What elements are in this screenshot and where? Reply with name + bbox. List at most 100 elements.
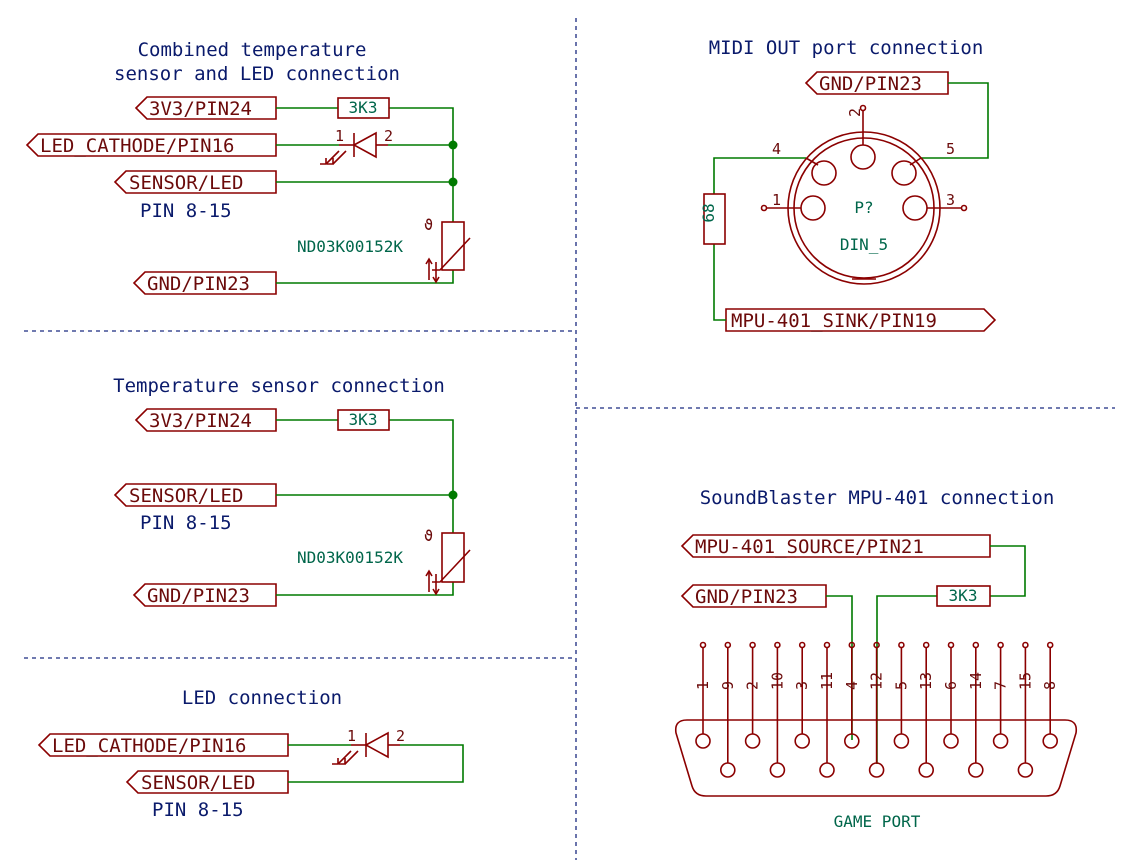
gameport-db15-connector: [674, 719, 1078, 797]
combined-gnd-label: GND/PIN23: [132, 271, 277, 295]
combined-thermistor-theta: ϑ: [424, 216, 433, 234]
temp-resistor-value: 3K3: [349, 410, 378, 429]
temperature-section: Temperature sensor connection 3V3/PIN24 …: [113, 375, 471, 607]
gameport-gnd-text: GND/PIN23: [695, 586, 798, 608]
temp-thermistor-value: ND03K00152K: [297, 548, 403, 567]
combined-led-pin1: 1: [335, 127, 344, 145]
temp-3v3-text: 3V3/PIN24: [149, 410, 252, 432]
midi-sink-label: MPU-401_SINK/PIN19: [725, 308, 997, 332]
gameport-gnd-label: GND/PIN23: [680, 584, 827, 608]
gameport-pin-3: 3: [793, 641, 811, 749]
combined-resistor-3k3: 3K3: [337, 97, 390, 119]
midi-pin-5: 5: [946, 140, 955, 158]
gameport-pin-6: 6: [942, 641, 960, 749]
combined-thermistor-value: ND03K00152K: [297, 237, 403, 256]
combined-sensor-text: SENSOR/LED: [129, 172, 243, 194]
gameport-pin-label: 11: [818, 672, 836, 690]
gameport-pin-label: 5: [892, 681, 910, 690]
midi-resistor-value: 68: [699, 203, 718, 222]
gameport-pin-12: 12: [868, 641, 886, 778]
combined-section: Combined temperature sensor and LED conn…: [25, 39, 471, 295]
gameport-pin-5: 5: [892, 641, 910, 749]
temp-title: Temperature sensor connection: [113, 375, 445, 397]
gameport-pin-1: 1: [694, 641, 712, 749]
combined-thermistor-icon: ϑ: [424, 216, 471, 284]
combined-gnd-text: GND/PIN23: [147, 273, 250, 295]
gameport-pin-label: 12: [868, 672, 886, 690]
combined-led-pin2: 2: [384, 127, 393, 145]
midi-gnd-text: GND/PIN23: [819, 73, 922, 95]
midi-pin-3: 3: [946, 191, 955, 209]
midi-resistor-68: 68: [699, 193, 726, 245]
temp-3v3-label: 3V3/PIN24: [134, 408, 277, 432]
led-sensor-label: SENSOR/LED: [125, 770, 289, 794]
midi-din5-connector: [760, 104, 968, 285]
gameport-pin-label: 9: [719, 681, 737, 690]
led-sensor-text: SENSOR/LED: [141, 772, 255, 794]
combined-title-line1: Combined temperature: [138, 39, 367, 61]
midi-sink-text: MPU-401_SINK/PIN19: [731, 310, 937, 332]
gameport-pin-label: 13: [917, 672, 935, 690]
gameport-pin-label: 6: [942, 681, 960, 690]
temp-gnd-label: GND/PIN23: [132, 583, 277, 607]
gameport-pin-9: 9: [719, 641, 737, 778]
gameport-source-text: MPU-401_SOURCE/PIN21: [695, 536, 924, 558]
gameport-pin-label: 1: [694, 681, 712, 690]
gameport-pin-label: 7: [992, 681, 1010, 690]
led-title: LED connection: [182, 687, 342, 709]
gameport-pin-10: 10: [768, 641, 786, 778]
combined-title-line2: sensor and LED connection: [114, 63, 400, 85]
led-pin1: 1: [347, 727, 356, 745]
gameport-pin-label: 10: [768, 672, 786, 690]
gameport-title: SoundBlaster MPU-401 connection: [700, 487, 1055, 509]
gameport-pin-7: 7: [992, 641, 1010, 749]
combined-3v3-text: 3V3/PIN24: [149, 98, 252, 120]
midi-gnd-label: GND/PIN23: [804, 71, 949, 95]
midi-section: MIDI OUT port connection GND/PIN23 MPU-4…: [699, 37, 997, 332]
led-cathode-label: LED_CATHODE/PIN16: [37, 733, 289, 757]
led-cathode-text: LED_CATHODE/PIN16: [52, 735, 246, 757]
gameport-pin-15: 15: [1016, 641, 1034, 778]
gameport-source-label: MPU-401_SOURCE/PIN21: [680, 534, 991, 558]
gameport-pin-8: 8: [1041, 641, 1059, 749]
combined-led-cathode-text: LED_CATHODE/PIN16: [40, 135, 234, 157]
gameport-connector-name: GAME PORT: [834, 812, 921, 831]
gameport-pin-11: 11: [818, 641, 836, 778]
midi-pin-4: 4: [772, 140, 781, 158]
temp-sensor-text: SENSOR/LED: [129, 485, 243, 507]
temp-thermistor-icon: ϑ: [424, 527, 471, 596]
gameport-pin-4: 4: [843, 641, 861, 749]
gameport-pin-label: 15: [1016, 672, 1034, 690]
midi-pin-2: 2: [846, 108, 864, 117]
temp-resistor-3k3: 3K3: [337, 409, 390, 431]
temp-gnd-text: GND/PIN23: [147, 585, 250, 607]
section-dividers: [24, 18, 1115, 860]
led-pin-range: PIN 8-15: [152, 799, 244, 821]
combined-pin-range: PIN 8-15: [140, 200, 232, 222]
gameport-pin-label: 14: [967, 672, 985, 690]
temp-pin-range: PIN 8-15: [140, 512, 232, 534]
gameport-resistor-value: 3K3: [949, 586, 978, 605]
combined-sensor-label: SENSOR/LED: [113, 170, 277, 194]
gameport-pin-14: 14: [967, 641, 985, 778]
midi-connector-ref: P?: [854, 198, 873, 217]
gameport-pin-label: 2: [744, 681, 762, 690]
gameport-pin-label: 8: [1041, 681, 1059, 690]
combined-led-cathode-label: LED_CATHODE/PIN16: [25, 133, 277, 157]
combined-resistor-value: 3K3: [349, 98, 378, 117]
midi-title: MIDI OUT port connection: [709, 37, 984, 59]
temp-sensor-label: SENSOR/LED: [113, 483, 277, 507]
led-icon: [332, 731, 400, 765]
led-pin2: 2: [396, 727, 405, 745]
gameport-pin-2: 2: [744, 641, 762, 749]
gameport-pin-label: 3: [793, 681, 811, 690]
gameport-resistor-3k3: 3K3: [936, 585, 991, 607]
combined-led-icon: [320, 131, 388, 165]
gameport-pin-label: 4: [843, 681, 861, 690]
gameport-pin-13: 13: [917, 641, 935, 778]
midi-pin-1: 1: [772, 191, 781, 209]
led-section: LED connection LED_CATHODE/PIN16 SENSOR/…: [37, 687, 464, 821]
combined-3v3-label: 3V3/PIN24: [134, 96, 277, 120]
temp-thermistor-theta: ϑ: [424, 527, 433, 545]
